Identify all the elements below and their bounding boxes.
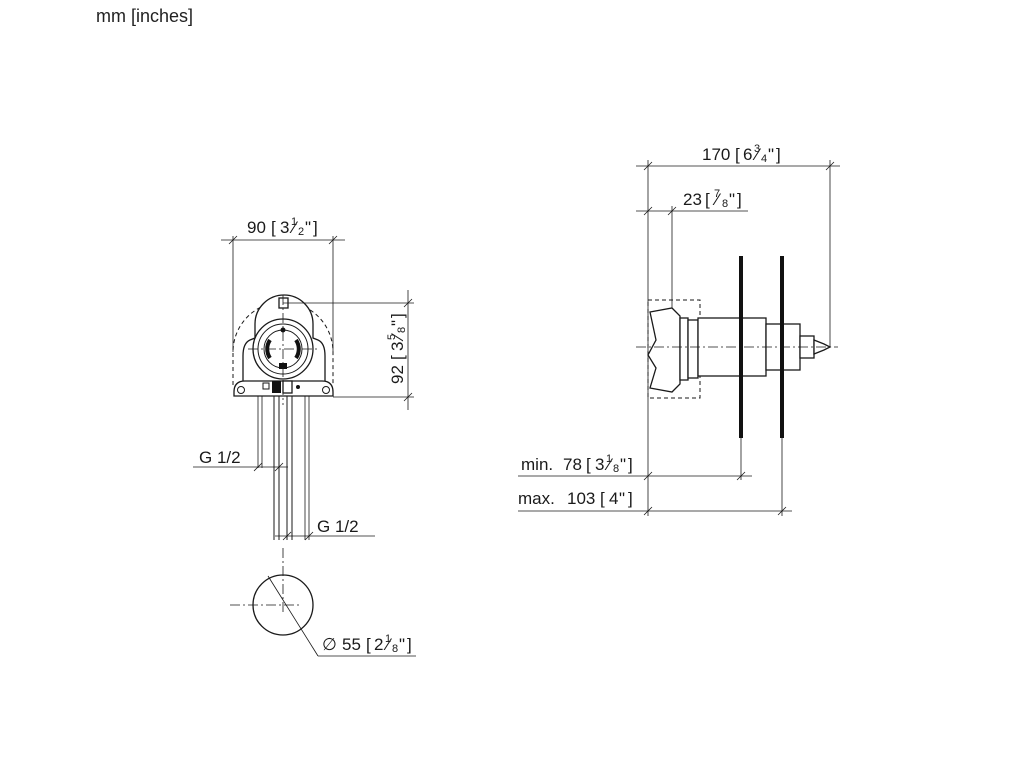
side-mount-body [647, 307, 681, 393]
svg-text:2: 2 [298, 226, 304, 238]
svg-text:3: 3 [595, 455, 604, 474]
svg-text:4: 4 [761, 153, 767, 165]
side-rib-1 [679, 317, 689, 381]
svg-text:[: [ [271, 218, 276, 237]
port-dot [296, 385, 300, 389]
svg-text:": " [620, 455, 626, 474]
mounting-hole-right [322, 386, 330, 394]
svg-text:⁄: ⁄ [712, 190, 722, 209]
svg-text:6: 6 [743, 145, 752, 164]
dim-height: 92 [ 3 5 ⁄ 8 " ] [283, 290, 414, 410]
svg-text:1: 1 [385, 633, 391, 645]
dim-max-depth: max. 103 [ 4 " ] [518, 489, 792, 516]
svg-text:]: ] [628, 455, 633, 474]
dim-diameter-mm: 55 [342, 635, 361, 654]
side-rib-2 [687, 319, 699, 379]
diameter-leader [267, 575, 319, 657]
port-block-left [272, 381, 281, 393]
svg-text:]: ] [313, 218, 318, 237]
svg-text:8: 8 [613, 463, 619, 475]
inlet-right-label: G 1/2 [317, 517, 359, 536]
valve-marker-top [280, 327, 286, 333]
svg-text:": " [619, 489, 625, 508]
svg-text:": " [305, 218, 311, 237]
svg-text:[: [ [735, 145, 740, 164]
cutout-view: ∅ 55 [ 2 1 ⁄ 8 " ] [230, 548, 416, 657]
svg-text:": " [768, 145, 774, 164]
svg-text:⁄: ⁄ [388, 332, 407, 342]
svg-text:5: 5 [386, 334, 398, 340]
dim-overall-mm: 170 [702, 145, 730, 164]
svg-text:⁄: ⁄ [604, 455, 614, 474]
svg-text:1: 1 [606, 453, 612, 465]
svg-text:7: 7 [714, 188, 720, 200]
svg-text:⁄: ⁄ [383, 635, 393, 654]
dim-width-mm: 90 [247, 218, 266, 237]
svg-text:[: [ [366, 635, 371, 654]
svg-text:]: ] [628, 489, 633, 508]
port-block-right [282, 380, 293, 394]
units-note: mm [inches] [96, 6, 194, 26]
front-envelope [232, 301, 334, 385]
svg-text:⁄: ⁄ [752, 145, 762, 164]
svg-text:]: ] [388, 313, 407, 318]
svg-text:": " [399, 635, 405, 654]
dim-min-label: min. [521, 455, 553, 474]
dim-min-depth: min. 78 [ 3 1 ⁄ 8 " ] [518, 453, 752, 481]
svg-text:]: ] [776, 145, 781, 164]
diameter-symbol: ∅ [322, 635, 337, 654]
svg-text:2: 2 [374, 635, 383, 654]
svg-text:8: 8 [392, 643, 398, 655]
dim-max-label: max. [518, 489, 555, 508]
side-view [636, 256, 838, 438]
svg-text:": " [729, 190, 735, 209]
dim-flange-depth: 23 [ 7 ⁄ 8 " ] [636, 188, 748, 216]
svg-text:3: 3 [280, 218, 289, 237]
inlet-right-callout: G 1/2 [275, 517, 375, 541]
svg-text:3: 3 [388, 342, 407, 351]
inlet-left-label: G 1/2 [199, 448, 241, 467]
svg-text:4: 4 [609, 489, 618, 508]
svg-text:3: 3 [754, 143, 760, 155]
svg-text:1: 1 [291, 216, 297, 228]
svg-text:[: [ [388, 355, 407, 360]
dim-overall-length: 170 [ 6 3 ⁄ 4 " ] [636, 143, 840, 171]
svg-text:⁄: ⁄ [289, 218, 299, 237]
dim-min-mm: 78 [563, 455, 582, 474]
svg-text:[: [ [705, 190, 710, 209]
valve-marker-bottom [279, 363, 287, 369]
dim-flange-mm: 23 [683, 190, 702, 209]
port-label-left [262, 382, 270, 390]
inlet-left-callout: G 1/2 [193, 448, 288, 472]
svg-text:[: [ [600, 489, 605, 508]
front-view [232, 294, 334, 540]
svg-text:[: [ [586, 455, 591, 474]
svg-text:]: ] [737, 190, 742, 209]
dim-max-mm: 103 [567, 489, 595, 508]
dim-width: 90 [ 3 1 ⁄ 2 " ] [221, 216, 345, 352]
svg-text:": " [388, 320, 407, 326]
svg-text:8: 8 [722, 198, 728, 210]
dim-height-mm: 92 [388, 365, 407, 384]
svg-text:]: ] [407, 635, 412, 654]
svg-text:8: 8 [396, 327, 408, 333]
mounting-hole-left [237, 386, 245, 394]
